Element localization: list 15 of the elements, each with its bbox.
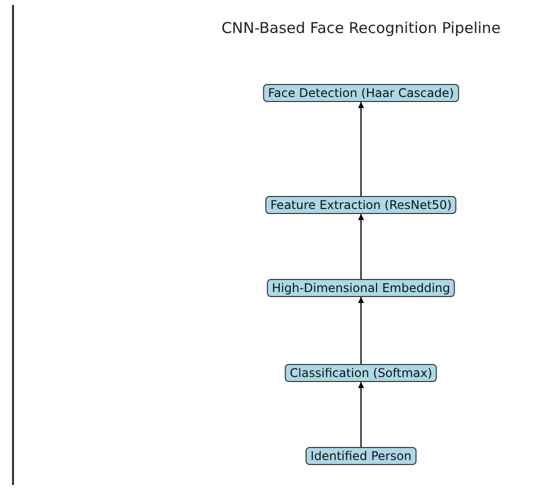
box-label: Face Detection (Haar Cascade) bbox=[268, 86, 454, 100]
process-box bbox=[284, 364, 438, 382]
process-box bbox=[263, 84, 459, 102]
process-box bbox=[265, 196, 457, 214]
arrow bbox=[358, 297, 364, 364]
arrow bbox=[358, 102, 364, 196]
process-box bbox=[306, 447, 416, 465]
diagram-title: CNN-Based Face Recognition Pipeline bbox=[221, 19, 501, 37]
process-box bbox=[266, 279, 456, 297]
box-label: Identified Person bbox=[310, 449, 412, 463]
arrow bbox=[358, 214, 364, 279]
box-label: Feature Extraction (ResNet50) bbox=[270, 198, 452, 212]
box-label: Classification (Softmax) bbox=[290, 366, 432, 380]
box-label: High-Dimensional Embedding bbox=[272, 281, 450, 295]
arrow bbox=[358, 382, 364, 447]
